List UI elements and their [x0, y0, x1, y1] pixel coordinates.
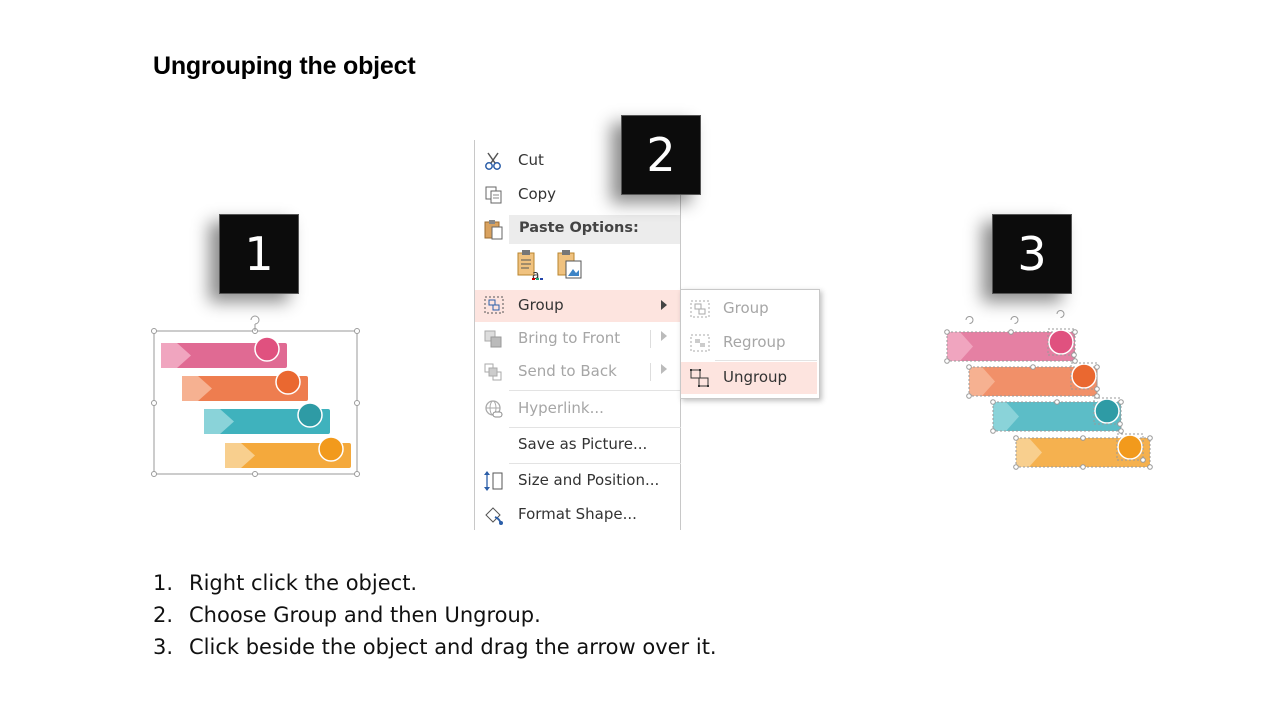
paste-options-header: Paste Options:: [509, 215, 680, 244]
svg-text:a: a: [532, 268, 539, 281]
menu-item-save-as-picture[interactable]: Save as Picture...: [475, 430, 681, 460]
group-icon: [690, 300, 710, 318]
size-position-icon: [484, 471, 503, 491]
group-submenu: Group Regroup Ungroup: [680, 289, 820, 399]
submenu-item-group[interactable]: Group: [681, 294, 817, 324]
copy-icon: [485, 186, 502, 204]
submenu-item-regroup[interactable]: Regroup: [681, 328, 817, 358]
chevron-right-icon: [661, 331, 667, 341]
menu-separator: [509, 390, 681, 391]
menu-separator: [509, 463, 681, 464]
hyperlink-icon: [485, 400, 503, 418]
instructions-list: 1. Right click the object. 2. Choose Gro…: [153, 567, 717, 663]
menu-item-label: Format Shape...: [518, 505, 637, 523]
menu-item-label: Cut: [518, 151, 544, 169]
ungrouped-object[interactable]: [940, 310, 1160, 476]
step-text: Right click the object.: [189, 571, 418, 595]
submenu-item-ungroup[interactable]: Ungroup: [681, 362, 817, 394]
menu-item-label: Size and Position...: [518, 471, 660, 489]
menu-item-group[interactable]: Group: [475, 290, 681, 322]
step-badge-1: 1: [219, 214, 299, 294]
step-text: Click beside the object and drag the arr…: [189, 635, 717, 659]
menu-item-label: Save as Picture...: [518, 435, 648, 453]
step-text: Choose Group and then Ungroup.: [189, 603, 541, 627]
step-badge-2: 2: [621, 115, 701, 195]
regroup-icon: [690, 334, 710, 352]
send-to-back-icon: [484, 363, 502, 381]
chevron-right-icon: [661, 364, 667, 374]
menu-item-label: Bring to Front: [518, 329, 621, 347]
menu-separator: [715, 360, 817, 361]
menu-item-cut[interactable]: Cut: [475, 146, 681, 176]
paste-icon: [484, 220, 503, 240]
format-shape-icon: [485, 507, 503, 525]
menu-item-format-shape[interactable]: Format Shape...: [475, 500, 681, 530]
menu-item-copy[interactable]: Copy: [475, 180, 681, 210]
menu-item-send-to-back[interactable]: Send to Back: [475, 357, 681, 387]
paste-options-label: Paste Options:: [519, 220, 639, 236]
context-menu: Cut Copy Paste Options: a Grou: [474, 140, 681, 530]
menu-item-size-and-position[interactable]: Size and Position...: [475, 466, 681, 496]
group-icon: [484, 296, 504, 314]
bring-to-front-icon: [484, 330, 502, 348]
page-title: Ungrouping the object: [153, 52, 416, 80]
list-item: 3. Click beside the object and drag the …: [153, 631, 717, 663]
list-item: 1. Right click the object.: [153, 567, 717, 599]
ungroup-icon: [690, 369, 709, 387]
paste-keep-text-icon[interactable]: a: [515, 249, 545, 281]
menu-item-label: Group: [518, 296, 564, 314]
paste-picture-icon[interactable]: [555, 249, 585, 281]
menu-item-label: Copy: [518, 185, 557, 203]
menu-divider: [650, 330, 651, 348]
submenu-item-label: Ungroup: [723, 368, 788, 386]
step-number: 2.: [153, 603, 174, 627]
step-number: 1.: [153, 571, 174, 595]
submenu-item-label: Regroup: [723, 333, 786, 351]
grouped-object[interactable]: [148, 312, 364, 482]
list-item: 2. Choose Group and then Ungroup.: [153, 599, 717, 631]
chevron-right-icon: [661, 300, 667, 310]
menu-divider: [650, 363, 651, 381]
menu-separator: [509, 427, 681, 428]
menu-item-hyperlink[interactable]: Hyperlink...: [475, 394, 681, 424]
menu-item-bring-to-front[interactable]: Bring to Front: [475, 324, 681, 354]
menu-item-label: Hyperlink...: [518, 399, 604, 417]
step-number: 3.: [153, 635, 174, 659]
menu-item-label: Send to Back: [518, 362, 617, 380]
scissors-icon: [485, 152, 501, 170]
submenu-item-label: Group: [723, 299, 769, 317]
step-badge-3: 3: [992, 214, 1072, 294]
